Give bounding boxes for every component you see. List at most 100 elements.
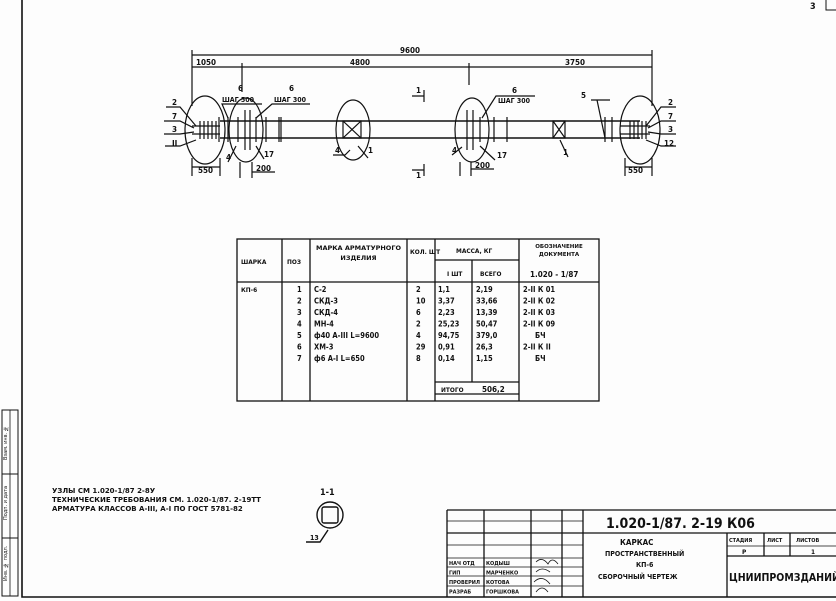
step-label: ШАГ 500 xyxy=(222,96,255,104)
label-4: 4 xyxy=(452,146,457,155)
dim-right: 3750 xyxy=(565,58,585,67)
row-mass-total: 1,15 xyxy=(476,354,493,363)
row-product: МН-4 xyxy=(314,320,334,329)
dim-total: 9600 xyxy=(400,46,420,55)
label-1: 1 xyxy=(563,148,568,157)
dim-200: 200 xyxy=(256,164,271,173)
staff-name: МАРЧЕНКО xyxy=(486,571,518,577)
header-product: МАРКА АРМАТУРНОГО ИЗДЕЛИЯ xyxy=(315,244,401,262)
organization: ЦНИИПРОМЗДАНИЙ xyxy=(729,571,836,584)
drawing-code: 1.020-1/87. 2-19 К06 xyxy=(606,516,755,532)
row-doc: 2-II К 02 xyxy=(523,297,555,306)
section-1-1 xyxy=(306,501,344,543)
row-mass-total: 13,39 xyxy=(476,308,498,317)
label-2: 2 xyxy=(668,98,673,107)
row-pos: 2 xyxy=(297,297,302,306)
note: УЗЛЫ СМ 1.020-1/87 2-8У xyxy=(52,487,156,495)
section-label: 13 xyxy=(310,534,319,542)
staff-role: РАЗРАБ xyxy=(449,590,471,596)
staff-role: ГИП xyxy=(449,571,460,577)
row-mass-total: 2,19 xyxy=(476,285,493,294)
row-mass-one: 1,1 xyxy=(438,285,450,294)
title-block xyxy=(446,509,836,597)
label-4: 4 xyxy=(226,153,231,162)
row-product: СКД-3 xyxy=(314,297,338,306)
header-qty: КОЛ. ШТ xyxy=(410,248,440,256)
title-name-line: КП-6 xyxy=(636,561,654,569)
mark-value: КП-6 xyxy=(241,286,257,294)
beam-elevation xyxy=(164,50,676,178)
label-4: 4 xyxy=(335,146,340,155)
row-mass-total: 26,3 xyxy=(476,343,493,352)
title-name-line: ПРОСТРАНСТВЕННЫЙ xyxy=(605,549,684,558)
spec-table xyxy=(236,238,600,402)
dim-end-left: 550 xyxy=(198,166,213,175)
row-mass-one: 25,23 xyxy=(438,320,460,329)
label-7: 7 xyxy=(172,112,177,121)
row-qty: 8 xyxy=(416,354,421,363)
header-pos: ПОЗ xyxy=(287,258,301,266)
header-doc: ОБОЗНАЧЕНИЕ ДОКУМЕНТА xyxy=(535,244,583,258)
label-6: 6 xyxy=(289,84,294,93)
row-doc: 2-II К 01 xyxy=(523,285,555,294)
label-3: 3 xyxy=(668,125,673,134)
row-doc: БЧ xyxy=(535,331,546,340)
label-3: 3 xyxy=(172,125,177,134)
notes: УЗЛЫ СМ 1.020-1/87 2-8У ТЕХНИЧЕСКИЕ ТРЕБ… xyxy=(52,487,261,514)
side-stamp-labels: Инв. № подл. Подп. и дата Взам. инв. № xyxy=(3,412,11,594)
header-doc-ref: 1.020 - 1/87 xyxy=(530,270,578,279)
row-qty: 2 xyxy=(416,320,421,329)
row-pos: 4 xyxy=(297,320,302,329)
sheets-label: ЛИСТОВ xyxy=(796,538,819,544)
row-qty: 2 xyxy=(416,285,421,294)
row-product: С-2 xyxy=(314,285,327,294)
label-7: 7 xyxy=(668,112,673,121)
label-12: 12 xyxy=(664,139,674,148)
title-name-line: СБОРОЧНЫЙ ЧЕРТЕЖ xyxy=(598,572,678,581)
frame-border xyxy=(21,0,836,598)
label-6: 6 xyxy=(512,86,517,95)
label-1: 1 xyxy=(368,146,373,155)
row-doc: 2-II К 03 xyxy=(523,308,555,317)
row-mass-one: 94,75 xyxy=(438,331,460,340)
dim-end-right: 550 xyxy=(628,166,643,175)
row-qty: 29 xyxy=(416,343,426,352)
row-mass-one: 0,91 xyxy=(438,343,455,352)
row-product: ф6 А-I L=650 xyxy=(314,354,365,363)
row-pos: 5 xyxy=(297,331,302,340)
row-doc: 2-II К II xyxy=(523,343,551,352)
dim-200: 200 xyxy=(475,161,490,170)
sheets-value: 1 xyxy=(811,548,815,556)
section-mark: 1 xyxy=(416,86,421,95)
sheet-label: ЛИСТ xyxy=(767,538,783,544)
header-mark: ШАРКА xyxy=(241,258,267,266)
row-mass-one: 3,37 xyxy=(438,297,455,306)
row-product: СКД-4 xyxy=(314,308,338,317)
label-6: 6 xyxy=(238,84,243,93)
row-mass-total: 33,66 xyxy=(476,297,498,306)
note: АРМАТУРА КЛАССОВ А-III, А-I ПО ГОСТ 5781… xyxy=(52,505,243,513)
row-product: ХМ-3 xyxy=(314,343,334,352)
step-label: ШАГ 300 xyxy=(498,97,531,105)
row-qty: 4 xyxy=(416,331,421,340)
side-stamp-label: Подп. и дата xyxy=(3,485,9,520)
dim-left: 1050 xyxy=(196,58,216,67)
row-mass-one: 2,23 xyxy=(438,308,455,317)
row-mass-total: 50,47 xyxy=(476,320,498,329)
label-11: II xyxy=(172,139,178,148)
stage-value: Р xyxy=(742,548,747,556)
row-product: ф40 А-III L=9600 xyxy=(314,331,379,340)
staff-role: ПРОВЕРИЛ xyxy=(449,580,480,586)
row-mass-total: 379,0 xyxy=(476,331,498,340)
row-doc: БЧ xyxy=(535,354,546,363)
staff-name: ГОРШКОВА xyxy=(486,590,519,596)
section-title: 1-1 xyxy=(320,488,335,498)
label-2: 2 xyxy=(172,98,177,107)
section-mark: 1 xyxy=(416,171,421,180)
dim-mid: 4800 xyxy=(350,58,370,67)
title-name-line: КАРКАС xyxy=(620,538,653,547)
side-stamp-label: Взам. инв. № xyxy=(3,425,9,460)
header-mass-total: ВСЕГО xyxy=(480,270,501,278)
row-pos: 1 xyxy=(297,285,302,294)
